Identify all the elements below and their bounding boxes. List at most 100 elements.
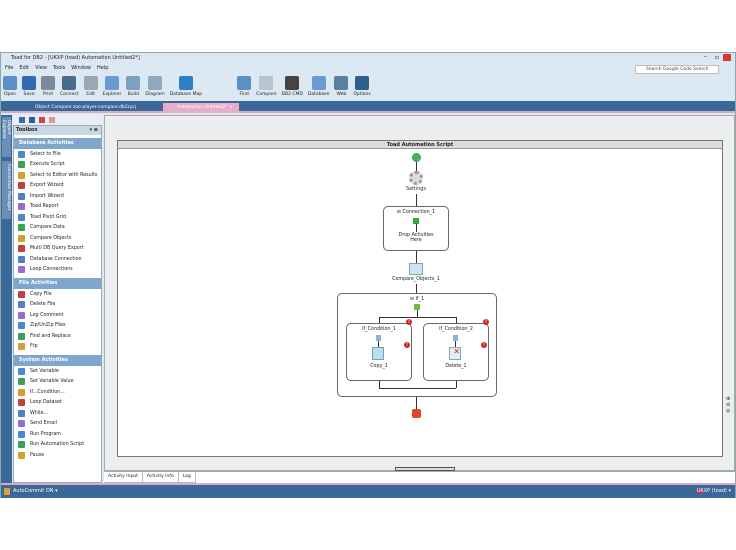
activity-icon	[18, 399, 25, 407]
edit-button[interactable]: Edit	[83, 73, 98, 101]
tab-activity-info[interactable]: Activity Info	[142, 472, 179, 483]
settings-gear-icon[interactable]	[409, 171, 423, 185]
toolbox-item[interactable]: Loop Connections	[14, 265, 101, 276]
zoom-controls[interactable]: ⊕⊖◎	[726, 396, 731, 414]
diagram-button[interactable]: Diagram	[145, 73, 165, 101]
toolbox-item[interactable]: Ftp	[14, 342, 101, 353]
workflow-canvas[interactable]: Toad Automation Script Settings ⊟ Connec…	[117, 140, 723, 457]
activity-icon	[18, 182, 25, 190]
build-button[interactable]: Build	[126, 73, 141, 101]
autocommit-toggle[interactable]: AutoCommit ON ▾	[13, 488, 58, 494]
save-icon[interactable]	[29, 117, 35, 123]
toolbox-item[interactable]: Set Variable Value	[14, 377, 101, 388]
plug-icon	[62, 76, 77, 90]
toolbox-item[interactable]: If...Condition...	[14, 387, 101, 398]
activity-icon	[18, 224, 25, 232]
delete-file-icon[interactable]: ✕	[449, 347, 461, 360]
toolbar-label: Build	[127, 92, 139, 97]
open-button[interactable]: Open	[3, 73, 17, 101]
close-window-button[interactable]	[723, 54, 731, 61]
menu-file[interactable]: File	[5, 65, 14, 71]
toolbox-item[interactable]: Import Wizard	[14, 191, 101, 202]
toolbox-item-label: Set Variable Value	[30, 379, 74, 385]
collapse-icon[interactable]: ⊟	[409, 297, 414, 302]
toolbar-label: Database Map	[169, 92, 203, 97]
toolbox-item[interactable]: While...	[14, 408, 101, 419]
toolbox-item-label: Compare Data	[30, 225, 65, 231]
print-button[interactable]: Print	[41, 73, 55, 101]
menu-window[interactable]: Window	[71, 65, 91, 71]
toolbox-item[interactable]: Set Variable	[14, 366, 101, 377]
activity-icon	[18, 171, 25, 179]
database-button[interactable]: Database	[308, 73, 329, 101]
menu-help[interactable]: Help	[96, 65, 109, 71]
save-button[interactable]: Save	[22, 73, 36, 101]
collapse-icon[interactable]: ⊟	[396, 210, 401, 215]
toolbox-item[interactable]: Export Wizard	[14, 181, 101, 192]
toolbox-item[interactable]: Delete File	[14, 300, 101, 311]
side-tab-connection-manager[interactable]: Connection Manager	[2, 161, 11, 219]
find-button[interactable]: Find	[237, 73, 252, 101]
connection-container[interactable]: ⊟ Connection_1 Drop Activities Here	[383, 206, 449, 251]
activity-icon	[18, 203, 25, 211]
horizontal-scrollbar[interactable]	[395, 467, 455, 471]
condition-1-container[interactable]: If_Condition_1 Copy_1 !	[346, 323, 412, 381]
toolbox-item-label: Ftp	[30, 344, 38, 350]
menu-edit[interactable]: Edit	[19, 65, 30, 71]
restore-window-button[interactable]: ▫	[714, 54, 719, 61]
options-button[interactable]: Options	[353, 73, 371, 101]
connect-button[interactable]: Connect	[60, 73, 79, 101]
toolbox-item[interactable]: Log Comment	[14, 310, 101, 321]
menu-view[interactable]: View	[35, 65, 47, 71]
tab-log[interactable]: Log	[178, 472, 196, 483]
toolbox-item[interactable]: Zip/UnZip Files	[14, 321, 101, 332]
menu-tools[interactable]: Tools	[52, 65, 66, 71]
toolbox-item[interactable]: Select to File	[14, 149, 101, 160]
toolbox-item[interactable]: Copy File	[14, 289, 101, 300]
explorer-button[interactable]: Explorer	[103, 73, 121, 101]
run-icon[interactable]	[39, 117, 45, 123]
toolbox-item[interactable]: Loop Dataset	[14, 398, 101, 409]
if-container[interactable]: ⊟ If_1 If_Condition_1 Copy_1 ! ! If_Cond…	[337, 293, 497, 397]
web-button[interactable]: Web	[334, 73, 349, 101]
toolbox-item[interactable]: Find and Replace	[14, 331, 101, 342]
compare-button[interactable]: Compare	[256, 73, 277, 101]
tab-automation[interactable]: Automation Untitled2* ×	[163, 103, 239, 113]
connection-selector[interactable]: UKXP (toad) ▾	[696, 488, 731, 494]
toolbox-item-label: Delete File	[30, 302, 56, 308]
start-icon[interactable]	[412, 153, 421, 162]
status-bar: AutoCommit ON ▾ UKXP (toad) ▾	[1, 483, 735, 498]
toolbox-item[interactable]: Select to Editor with Results	[14, 170, 101, 181]
schedule-icon[interactable]	[49, 117, 55, 123]
toolbox-item[interactable]: Send Email	[14, 419, 101, 430]
toolbox-item-label: Compare Objects	[30, 235, 72, 241]
toolbox-item[interactable]: Pause	[14, 450, 101, 461]
stop-icon[interactable]	[412, 409, 421, 418]
toolbox-item[interactable]: Multi DB Query Export	[14, 244, 101, 255]
database-map-button[interactable]: Database Map	[170, 73, 202, 101]
tab-object-compare[interactable]: Object Compare zoo-player-compare.db2cpr…	[35, 105, 137, 110]
toolbox-section-header[interactable]: Database Activities	[14, 138, 101, 149]
toolbox-item-label: Select to File	[30, 151, 61, 157]
compare-objects-icon[interactable]	[409, 263, 423, 275]
toolbox-section-header[interactable]: File Activities	[14, 278, 101, 289]
toolbox-item[interactable]: Database Connection	[14, 254, 101, 265]
toolbox-section-header[interactable]: System Activities	[14, 355, 101, 366]
toolbox-item[interactable]: Run Program	[14, 429, 101, 440]
toolbox-item[interactable]: Execute Script	[14, 160, 101, 171]
toolbox-item[interactable]: Compare Objects	[14, 233, 101, 244]
toolbox-item[interactable]: Toad Pivot Grid	[14, 212, 101, 223]
side-tab-object-explorer[interactable]: Object Explorer	[1, 117, 11, 157]
new-icon[interactable]	[19, 117, 25, 123]
condition-2-container[interactable]: If_Condition_2 ✕ Delete_1 !	[423, 323, 489, 381]
toolbox-item[interactable]: Run Automation Script	[14, 440, 101, 451]
search-input[interactable]: Search Google Code Search	[635, 65, 719, 74]
close-tab-icon[interactable]: ×	[229, 105, 233, 110]
toolbox-item[interactable]: Toad Report	[14, 202, 101, 213]
toolbox-item[interactable]: Compare Data	[14, 223, 101, 234]
pin-icon[interactable]: ▾ ⊕	[89, 127, 98, 133]
db2-cmd-button[interactable]: DB2 CMD	[282, 73, 303, 101]
copy-file-icon[interactable]	[372, 347, 384, 360]
minimize-window-button[interactable]: –	[704, 53, 707, 60]
tab-activity-input[interactable]: Activity Input	[104, 472, 143, 483]
